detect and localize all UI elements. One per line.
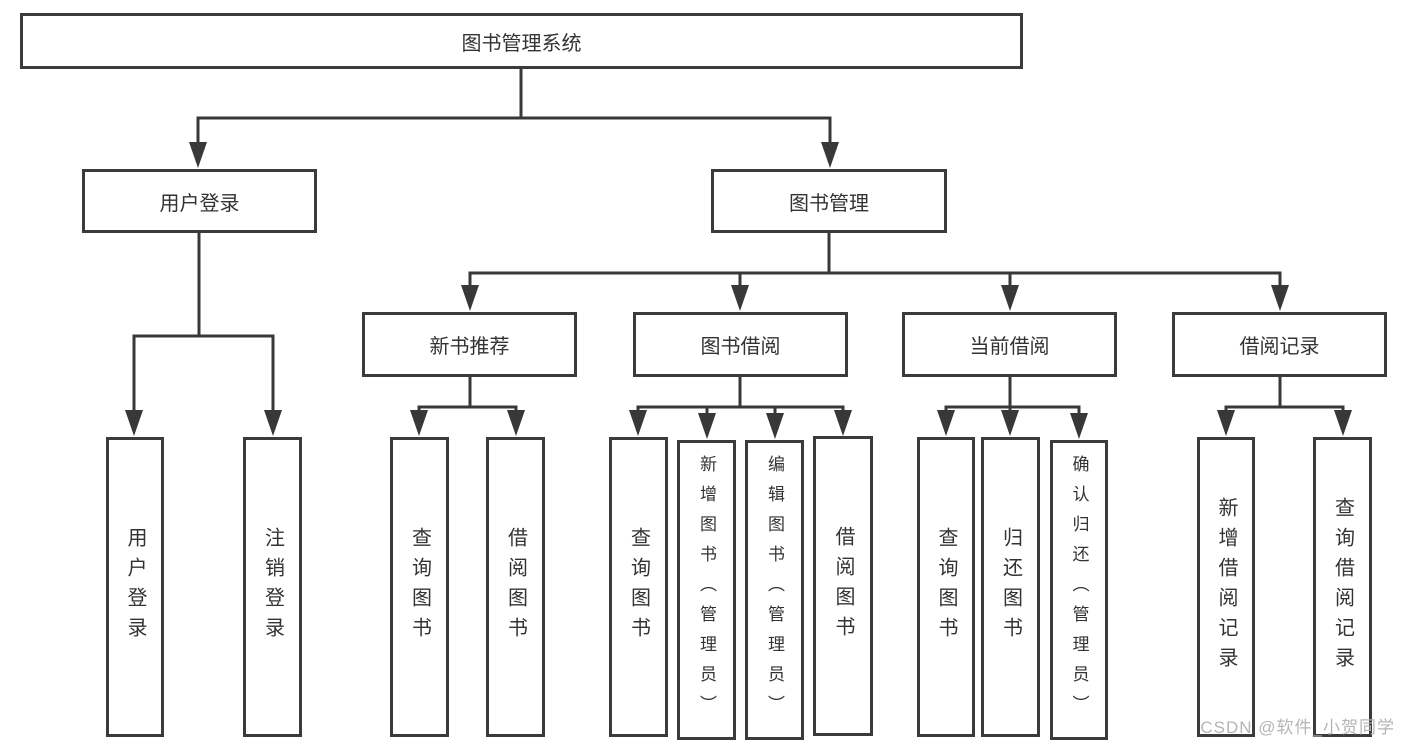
node-new-book-recommend: 新书推荐 [362,312,577,377]
node-user-login: 用户登录 [82,169,317,233]
leaf-label: 新增图书（管理员） [697,455,716,725]
node-label: 图书管理系统 [461,32,582,55]
leaf-label: 借阅图书 [832,526,854,646]
leaf-label: 查询图书 [627,527,650,647]
leaf-borrow-borrow-books: 借阅图书 [813,436,873,736]
leaf-user-login: 用户登录 [106,437,164,737]
node-label: 图书借阅 [700,336,781,358]
leaf-label: 查询图书 [408,527,431,647]
leaf-label: 编辑图书（管理员） [765,455,784,725]
leaf-records-query-record: 查询借阅记录 [1313,437,1372,737]
connector-book-borrow-leaves [629,377,852,439]
leaf-label: 查询图书 [935,527,957,647]
node-borrow-records: 借阅记录 [1172,312,1387,377]
leaf-label: 新增借阅记录 [1215,497,1237,677]
leaf-borrow-query-books: 查询图书 [609,437,668,737]
leaf-label: 用户登录 [124,527,146,647]
leaf-label: 借阅图书 [504,527,527,647]
connector-user-login-branch [125,233,282,436]
leaf-borrow-edit-books-admin: 编辑图书（管理员） [745,440,804,740]
node-label: 当前借阅 [969,336,1050,358]
leaf-label: 归还图书 [999,527,1022,647]
node-label: 图书管理 [789,192,869,215]
connector-book-management-to-level3 [461,233,1289,311]
leaf-borrow-add-books-admin: 新增图书（管理员） [677,440,736,740]
node-label: 用户登录 [159,192,240,215]
leaf-label: 注销登录 [261,527,284,647]
leaf-label: 确认归还（管理员） [1069,455,1089,725]
node-current-borrow: 当前借阅 [902,312,1117,377]
connector-new-book-recommend-leaves [410,377,525,436]
leaf-logout: 注销登录 [243,437,302,737]
node-label: 借阅记录 [1239,336,1320,358]
watermark: CSDN @软件_小贺同学 [1200,718,1395,737]
connector-root-to-level2 [189,69,839,168]
node-label: 新书推荐 [429,336,510,358]
leaf-label: 查询借阅记录 [1331,497,1354,677]
leaf-current-confirm-return-admin: 确认归还（管理员） [1050,440,1108,740]
leaf-current-query-books: 查询图书 [917,437,975,737]
node-book-borrow: 图书借阅 [633,312,848,377]
leaf-recommend-borrow-books: 借阅图书 [486,437,545,737]
node-book-management: 图书管理 [711,169,947,233]
leaf-current-return-books: 归还图书 [981,437,1040,737]
connector-borrow-records-leaves [1217,377,1352,436]
node-root-system: 图书管理系统 [20,13,1023,69]
leaf-records-add-record: 新增借阅记录 [1197,437,1255,737]
connector-current-borrow-leaves [937,377,1088,439]
leaf-recommend-query-books: 查询图书 [390,437,449,737]
